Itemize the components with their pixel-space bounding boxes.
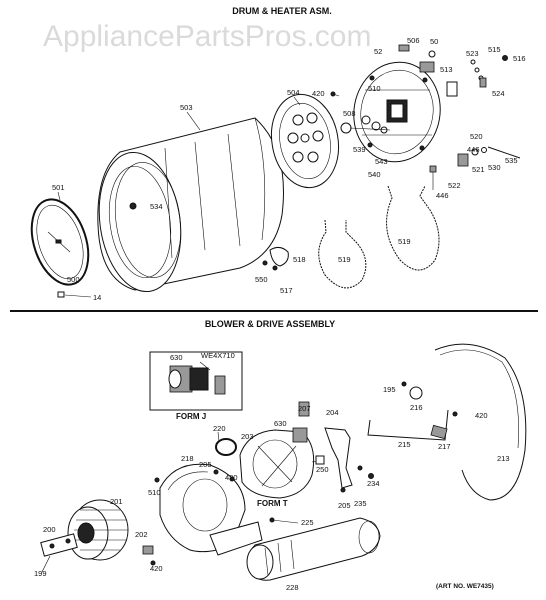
watermark: AppliancePartsPros.com: [43, 20, 371, 53]
label-518: 518: [293, 255, 306, 264]
bolt-14: [57, 291, 65, 298]
label-235: 235: [354, 499, 367, 508]
label-52: 52: [374, 47, 382, 56]
label-195: 195: [383, 385, 396, 394]
idler-assembly: [367, 381, 458, 441]
blower-wheel-201: [67, 499, 129, 561]
clamp-203: [215, 431, 237, 456]
label-534: 534: [150, 202, 163, 211]
label-522: 522: [448, 181, 461, 190]
exhaust-duct-228: [246, 517, 381, 581]
clip-202: [142, 545, 156, 566]
label-520: 520: [470, 132, 483, 141]
label-203: 203: [241, 432, 254, 441]
label-200: 200: [43, 525, 56, 534]
motor-bracket-204: [324, 427, 363, 493]
label-205-bottom: 205: [338, 501, 351, 510]
label-501: 501: [52, 183, 65, 192]
bracket-518: [262, 246, 289, 271]
label-we4x710: WE4X710: [201, 351, 235, 360]
label-506: 506: [407, 36, 420, 45]
label-420-top: 420: [312, 89, 325, 98]
form-t-label: FORM T: [257, 499, 288, 508]
label-446-b: 446: [436, 191, 449, 200]
label-14: 14: [93, 293, 101, 302]
thermostat-parts: [330, 44, 521, 190]
label-218: 218: [181, 454, 194, 463]
label-521: 521: [472, 165, 485, 174]
label-225: 225: [301, 518, 314, 527]
label-420-motor: 420: [225, 473, 238, 482]
drum-seal-ring-501: [30, 198, 90, 286]
heater-element-519: [318, 185, 440, 289]
drum-heater-title: DRUM & HEATER ASM.: [232, 6, 332, 16]
label-204: 204: [326, 408, 339, 417]
drum-section-labels: 503 504 420 508 510 506 50 52 515 516 51…: [52, 36, 526, 302]
label-530: 530: [488, 163, 501, 172]
label-202: 202: [135, 530, 148, 539]
label-199: 199: [34, 569, 47, 578]
drum-bearing-504: [270, 93, 340, 189]
blower-drive-title: BLOWER & DRIVE ASSEMBLY: [205, 319, 335, 329]
duct-connector: [209, 517, 275, 556]
screw-510-blower: [154, 477, 160, 483]
label-523: 523: [466, 49, 479, 58]
label-220: 220: [213, 424, 226, 433]
label-517: 517: [280, 286, 293, 295]
label-524: 524: [492, 89, 505, 98]
label-519-left: 519: [338, 255, 351, 264]
label-519-right: 519: [398, 237, 411, 246]
label-205-top: 205: [199, 460, 212, 469]
label-234: 234: [367, 479, 380, 488]
label-228: 228: [286, 583, 299, 592]
label-50: 50: [430, 37, 438, 46]
label-216: 216: [410, 403, 423, 412]
screw-420-blower: [229, 476, 235, 482]
label-630-form-j: 630: [170, 353, 183, 362]
drum-503: [97, 117, 284, 293]
label-420-clip: 420: [150, 564, 163, 573]
bearing-support-200: [40, 533, 78, 557]
rollers: [340, 115, 391, 134]
label-503: 503: [180, 103, 193, 112]
label-500: 500: [67, 275, 80, 284]
label-510-blower: 510: [148, 488, 161, 497]
label-201: 201: [110, 497, 123, 506]
label-513: 513: [440, 65, 453, 74]
label-215: 215: [398, 440, 411, 449]
label-446-a: 446: [467, 145, 480, 154]
label-539: 539: [353, 145, 366, 154]
label-516: 516: [513, 54, 526, 63]
label-543: 543: [375, 157, 388, 166]
label-504: 504: [287, 88, 300, 97]
label-207: 207: [298, 404, 311, 413]
label-508: 508: [343, 109, 356, 118]
label-630-form-t: 630: [274, 419, 287, 428]
rear-bulkhead-heater: [353, 61, 441, 163]
label-510: 510: [368, 84, 381, 93]
label-420-idler: 420: [475, 411, 488, 420]
form-j-inset: 630 WE4X710 FORM J: [149, 351, 243, 421]
art-number: (ART NO. WE7435): [436, 583, 494, 590]
screw-205: [213, 469, 219, 475]
label-515: 515: [488, 45, 501, 54]
blower-section-labels: 195 216 420 207 204 630 220 203 218 205 …: [34, 385, 510, 592]
drive-motor-630: FORM T: [239, 401, 325, 508]
form-j-label: FORM J: [176, 412, 206, 421]
label-250: 250: [316, 465, 329, 474]
label-540: 540: [368, 170, 381, 179]
screw-234: [368, 473, 374, 479]
label-550: 550: [255, 275, 268, 284]
label-535: 535: [505, 156, 518, 165]
label-213: 213: [497, 454, 510, 463]
label-217: 217: [438, 442, 451, 451]
drum-belt-213: [434, 343, 527, 501]
